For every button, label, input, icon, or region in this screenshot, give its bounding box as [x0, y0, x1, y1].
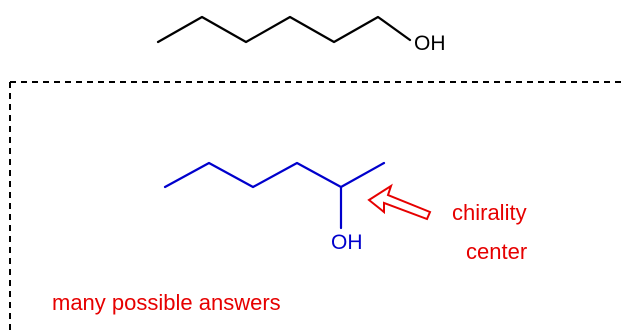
annotation-line-2: center: [466, 239, 528, 264]
answer-molecule-hydroxyl-label: OH: [331, 231, 363, 254]
top-molecule-hydroxyl-label: OH: [414, 32, 446, 55]
answer-molecule-carbon-chain: [163, 161, 386, 189]
annotation-line-1: chirality: [452, 200, 527, 225]
hollow-arrow-icon: [367, 183, 432, 221]
footer-note: many possible answers: [52, 290, 281, 315]
top-molecule-carbon-chain: [156, 15, 412, 44]
